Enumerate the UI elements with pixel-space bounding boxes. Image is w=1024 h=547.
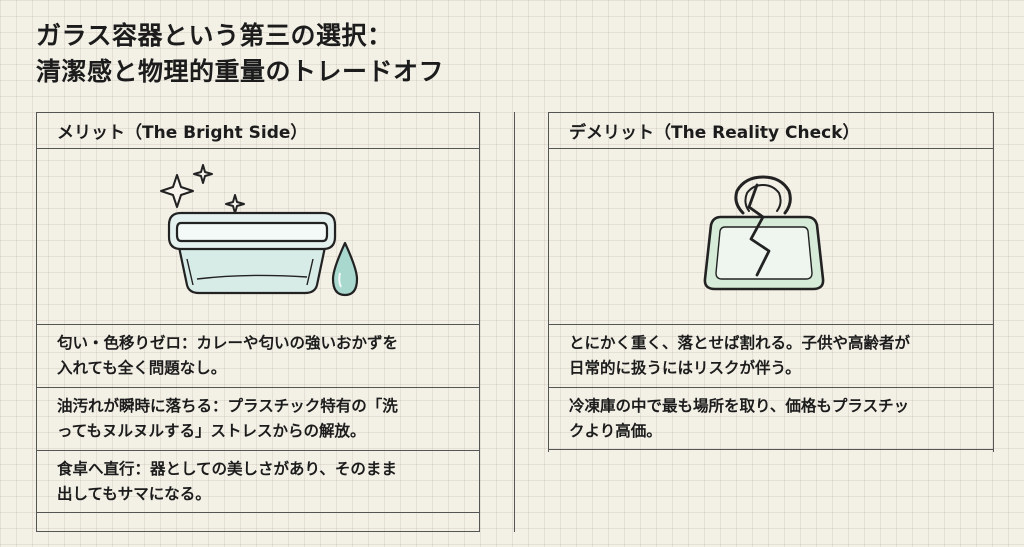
merit-item: 油汚れが瞬時に落ちる：プラスチック特有の「洗 ってもヌルヌルする」ストレスからの… bbox=[37, 387, 479, 450]
title-line-2: 清潔感と物理的重量のトレードオフ bbox=[36, 57, 445, 86]
demerit-item-text-2: クより高価。 bbox=[569, 422, 662, 440]
merit-empty-row bbox=[37, 512, 479, 532]
merit-panel: メリット（The Bright Side） 匂い・色移りゼロ：カレーや匂いの強い… bbox=[36, 112, 480, 532]
merit-header-label: メリット（The Bright Side） bbox=[57, 123, 308, 143]
center-divider bbox=[514, 112, 515, 532]
sparkle-icon bbox=[160, 164, 245, 214]
demerit-panel: デメリット（The Reality Check） とにかく重く、落とせば割れる。… bbox=[548, 112, 994, 452]
demerit-item-text-1: とにかく重く、落とせば割れる。子供や高齢者が bbox=[569, 334, 911, 352]
merit-item-text-1: 油汚れが瞬時に落ちる：プラスチック特有の「洗 bbox=[57, 397, 398, 415]
merit-item-text-2: 出してもサマになる。 bbox=[57, 485, 211, 503]
merit-item: 匂い・色移りゼロ：カレーや匂いの強いおかずを 入れても全く問題なし。 bbox=[37, 324, 479, 387]
merit-header: メリット（The Bright Side） bbox=[37, 112, 479, 148]
water-drop-icon bbox=[331, 241, 359, 297]
merit-item-text-2: 入れても全く問題なし。 bbox=[57, 359, 227, 377]
demerit-header-label: デメリット（The Reality Check） bbox=[569, 123, 860, 143]
demerit-item: 冷凍庫の中で最も場所を取り、価格もプラスチッ クより高価。 bbox=[549, 387, 993, 450]
merit-item-text-1: 食卓へ直行：器としての美しさがあり、そのまま bbox=[57, 460, 397, 478]
page-title: ガラス容器という第三の選択： 清潔感と物理的重量のトレードオフ bbox=[36, 18, 444, 90]
glass-container-icon bbox=[167, 211, 337, 295]
demerit-item-text-1: 冷凍庫の中で最も場所を取り、価格もプラスチッ bbox=[569, 397, 910, 415]
merit-illustration-cell bbox=[37, 148, 479, 324]
demerit-item: とにかく重く、落とせば割れる。子供や高齢者が 日常的に扱うにはリスクが伴う。 bbox=[549, 324, 993, 387]
sparkling-glass-container-icon bbox=[160, 164, 359, 297]
demerit-item-text-2: 日常的に扱うにはリスクが伴う。 bbox=[569, 359, 801, 377]
merit-item: 食卓へ直行：器としての美しさがあり、そのまま 出してもサマになる。 bbox=[37, 450, 479, 512]
merit-item-text-1: 匂い・色移りゼロ：カレーや匂いの強いおかずを bbox=[57, 334, 399, 352]
merit-item-text-2: ってもヌルヌルする」ストレスからの解放。 bbox=[57, 422, 366, 440]
cracked-weight-icon bbox=[703, 175, 825, 291]
title-line-1: ガラス容器という第三の選択： bbox=[36, 21, 393, 50]
demerit-illustration-cell bbox=[549, 148, 993, 324]
demerit-header: デメリット（The Reality Check） bbox=[549, 112, 993, 148]
